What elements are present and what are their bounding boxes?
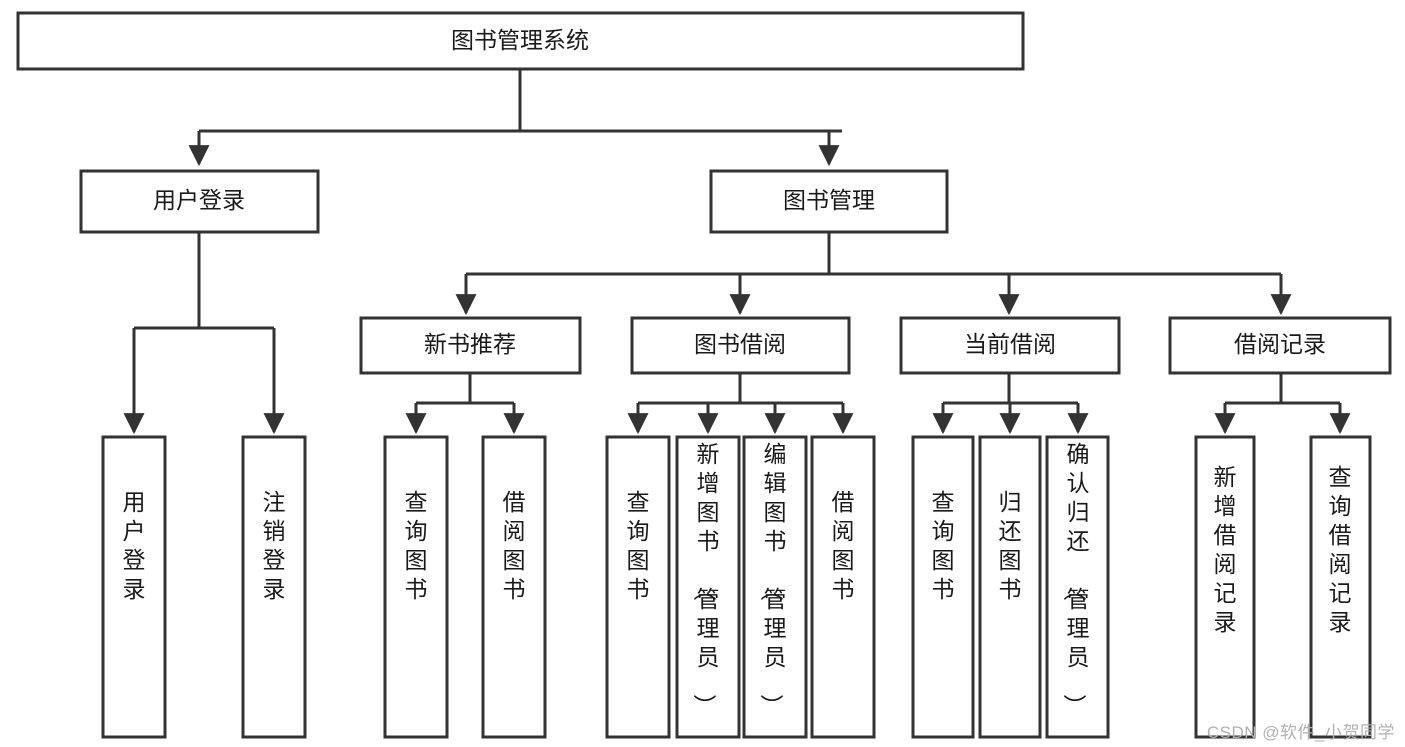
- leaf-query-book-3-label: 查询图书: [932, 489, 955, 602]
- node-new-book-recommend-label: 新书推荐: [424, 331, 516, 357]
- leaf-borrow-book-1-label: 借阅图书: [503, 489, 526, 602]
- leaf-confirm-return-label: 确认归还（管理员）: [1062, 441, 1090, 717]
- leaf-add-borrow-record-label: 新增借阅记录: [1214, 464, 1237, 635]
- node-book-borrow-label: 图书借阅: [694, 331, 786, 357]
- leaf-logout-box[interactable]: [241, 435, 307, 739]
- leaf-borrow-book-2[interactable]: 借阅图书: [810, 435, 876, 739]
- node-current-borrow-label: 当前借阅: [964, 331, 1056, 357]
- leaf-borrow-book-1-box[interactable]: [481, 435, 547, 739]
- leaf-query-borrow-record-label: 查询借阅记录: [1329, 464, 1352, 635]
- node-borrow-record-box[interactable]: [1168, 316, 1392, 375]
- node-book-borrow[interactable]: 图书借阅: [630, 316, 851, 375]
- node-book-borrow-box[interactable]: [630, 316, 851, 375]
- leaf-add-book-label: 新增图书（管理员）: [692, 441, 720, 717]
- leaf-add-borrow-record-box[interactable]: [1194, 435, 1256, 739]
- leaf-return-book[interactable]: 归还图书: [978, 435, 1042, 739]
- node-current-borrow-box[interactable]: [899, 316, 1121, 375]
- connector-group-current-borrow: [932, 373, 1089, 435]
- node-user-login[interactable]: 用户登录: [79, 169, 320, 234]
- leaf-query-book-2[interactable]: 查询图书: [605, 435, 671, 739]
- leaf-add-book[interactable]: 新增图书（管理员）: [675, 435, 741, 739]
- leaf-query-book-3[interactable]: 查询图书: [911, 435, 975, 739]
- connector-group-user-login: [123, 232, 285, 435]
- leaf-confirm-return-box[interactable]: [1045, 435, 1110, 739]
- leaf-return-book-label: 归还图书: [999, 489, 1022, 602]
- node-root[interactable]: 图书管理系统: [16, 11, 1025, 71]
- leaf-query-book-1[interactable]: 查询图书: [383, 435, 449, 739]
- leaf-add-borrow-record[interactable]: 新增借阅记录: [1194, 435, 1256, 739]
- node-book-management[interactable]: 图书管理: [709, 169, 949, 234]
- node-book-management-label: 图书管理: [783, 187, 875, 213]
- leaf-borrow-book-1[interactable]: 借阅图书: [481, 435, 547, 739]
- leaf-edit-book-label: 编辑图书（管理员）: [759, 441, 787, 717]
- leaf-user-login[interactable]: 用户登录: [101, 435, 167, 739]
- leaf-return-book-box[interactable]: [978, 435, 1042, 739]
- leaf-user-login-box[interactable]: [101, 435, 167, 739]
- node-new-book-recommend[interactable]: 新书推荐: [359, 316, 582, 375]
- leaf-borrow-book-2-box[interactable]: [810, 435, 876, 739]
- leaf-query-book-3-box[interactable]: [911, 435, 975, 739]
- node-borrow-record-label: 借阅记录: [1234, 331, 1326, 357]
- node-user-login-label: 用户登录: [153, 187, 245, 213]
- node-current-borrow[interactable]: 当前借阅: [899, 316, 1121, 375]
- leaf-add-book-box[interactable]: [675, 435, 741, 739]
- node-root-box[interactable]: [16, 11, 1025, 71]
- connector-group-borrow-record: [1214, 373, 1351, 435]
- leaf-query-book-1-box[interactable]: [383, 435, 449, 739]
- connector-group-book-borrow: [627, 373, 854, 435]
- leaf-confirm-return[interactable]: 确认归还（管理员）: [1045, 435, 1110, 739]
- leaf-borrow-book-2-label: 借阅图书: [832, 489, 855, 602]
- node-borrow-record[interactable]: 借阅记录: [1168, 316, 1392, 375]
- leaf-query-book-2-label: 查询图书: [627, 489, 650, 602]
- leaf-edit-book-box[interactable]: [742, 435, 808, 739]
- leaf-user-login-label: 用户登录: [123, 489, 146, 602]
- leaf-query-book-1-label: 查询图书: [405, 489, 428, 602]
- leaf-edit-book[interactable]: 编辑图书（管理员）: [742, 435, 808, 739]
- connector-group-new-book-recommend: [405, 373, 525, 435]
- node-root-label: 图书管理系统: [451, 27, 589, 53]
- node-user-login-box[interactable]: [79, 169, 320, 234]
- leaf-query-book-2-box[interactable]: [605, 435, 671, 739]
- leaf-query-borrow-record-box[interactable]: [1309, 435, 1372, 739]
- connector-group-book-management: [455, 232, 1292, 316]
- leaf-logout-label: 注销登录: [263, 489, 286, 602]
- node-book-management-box[interactable]: [709, 169, 949, 234]
- leaf-logout[interactable]: 注销登录: [241, 435, 307, 739]
- node-new-book-recommend-box[interactable]: [359, 316, 582, 375]
- csdn-watermark: CSDN @软件_小贺同学: [1206, 723, 1395, 742]
- connector-group-root: [188, 69, 842, 167]
- leaf-query-borrow-record[interactable]: 查询借阅记录: [1309, 435, 1372, 739]
